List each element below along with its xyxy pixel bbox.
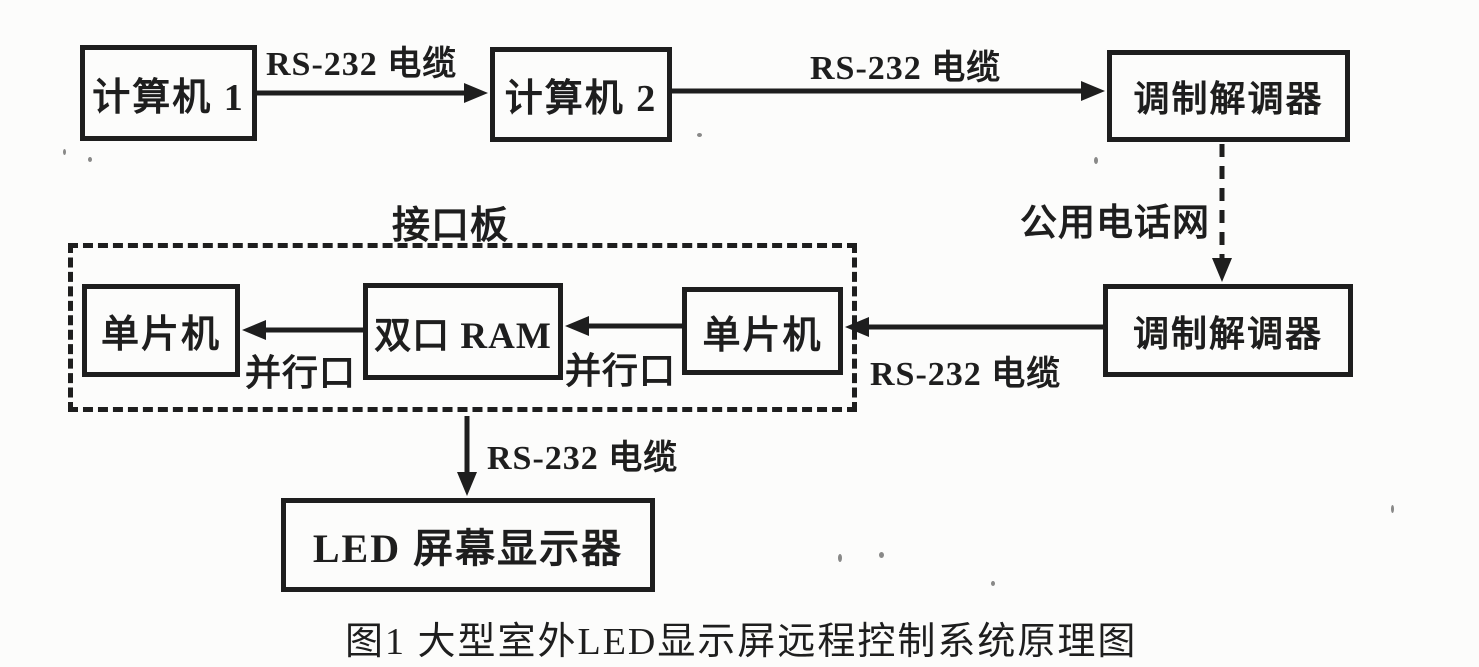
rs232-cable-label-1: RS-232 电缆 (266, 46, 458, 83)
dual-port-ram-label: 双口 RAM (374, 315, 552, 357)
arrowhead-ram-mcu (242, 320, 266, 340)
computer2-box: 计算机 2 (490, 47, 672, 142)
scan-speck (991, 581, 995, 586)
parallel-port-label-left: 并行口 (245, 353, 357, 393)
scan-speck (697, 133, 702, 137)
arrowhead-mcu-ram (565, 316, 589, 336)
mcu-right-label: 单片机 (702, 314, 823, 357)
scan-speck (88, 157, 92, 162)
mcu-left-label: 单片机 (100, 314, 221, 356)
arrowhead-computer1-computer2 (464, 83, 488, 103)
rs232-cable-label-3: RS-232 电缆 (870, 356, 1062, 393)
modem-top-label: 调制解调器 (1133, 79, 1324, 119)
scan-speck (1391, 505, 1394, 513)
arrowhead-pstn (1212, 258, 1232, 282)
modem-top-box: 调制解调器 (1107, 50, 1350, 142)
mcu-left-box: 单片机 (82, 284, 240, 377)
arrowhead-modem-mcu (845, 317, 869, 337)
computer1-box: 计算机 1 (80, 45, 257, 141)
modem-bottom-label: 调制解调器 (1132, 313, 1323, 354)
dual-port-ram-box: 双口 RAM (363, 283, 563, 380)
led-display-box: LED 屏幕显示器 (281, 498, 655, 592)
interface-board-label: 接口板 (392, 205, 510, 247)
computer1-label: 计算机 1 (92, 76, 245, 119)
scan-speck (838, 554, 842, 562)
arrowhead-board-led (457, 472, 477, 496)
scan-speck (879, 552, 884, 558)
parallel-port-label-right: 并行口 (565, 351, 677, 391)
scan-speck (63, 149, 66, 155)
public-telephone-network-label: 公用电话网 (1020, 203, 1210, 244)
modem-bottom-box: 调制解调器 (1103, 284, 1353, 377)
computer2-label: 计算机 2 (504, 78, 658, 120)
scan-speck (1094, 157, 1098, 164)
led-display-label: LED 屏幕显示器 (312, 526, 624, 571)
rs232-cable-label-2: RS-232 电缆 (810, 50, 1002, 87)
figure-caption: 图1 大型室外LED显示屏远程控制系统原理图 (345, 621, 1138, 663)
arrowhead-computer2-modem (1081, 81, 1105, 101)
mcu-right-box: 单片机 (682, 287, 843, 375)
rs232-cable-label-4: RS-232 电缆 (487, 440, 679, 477)
